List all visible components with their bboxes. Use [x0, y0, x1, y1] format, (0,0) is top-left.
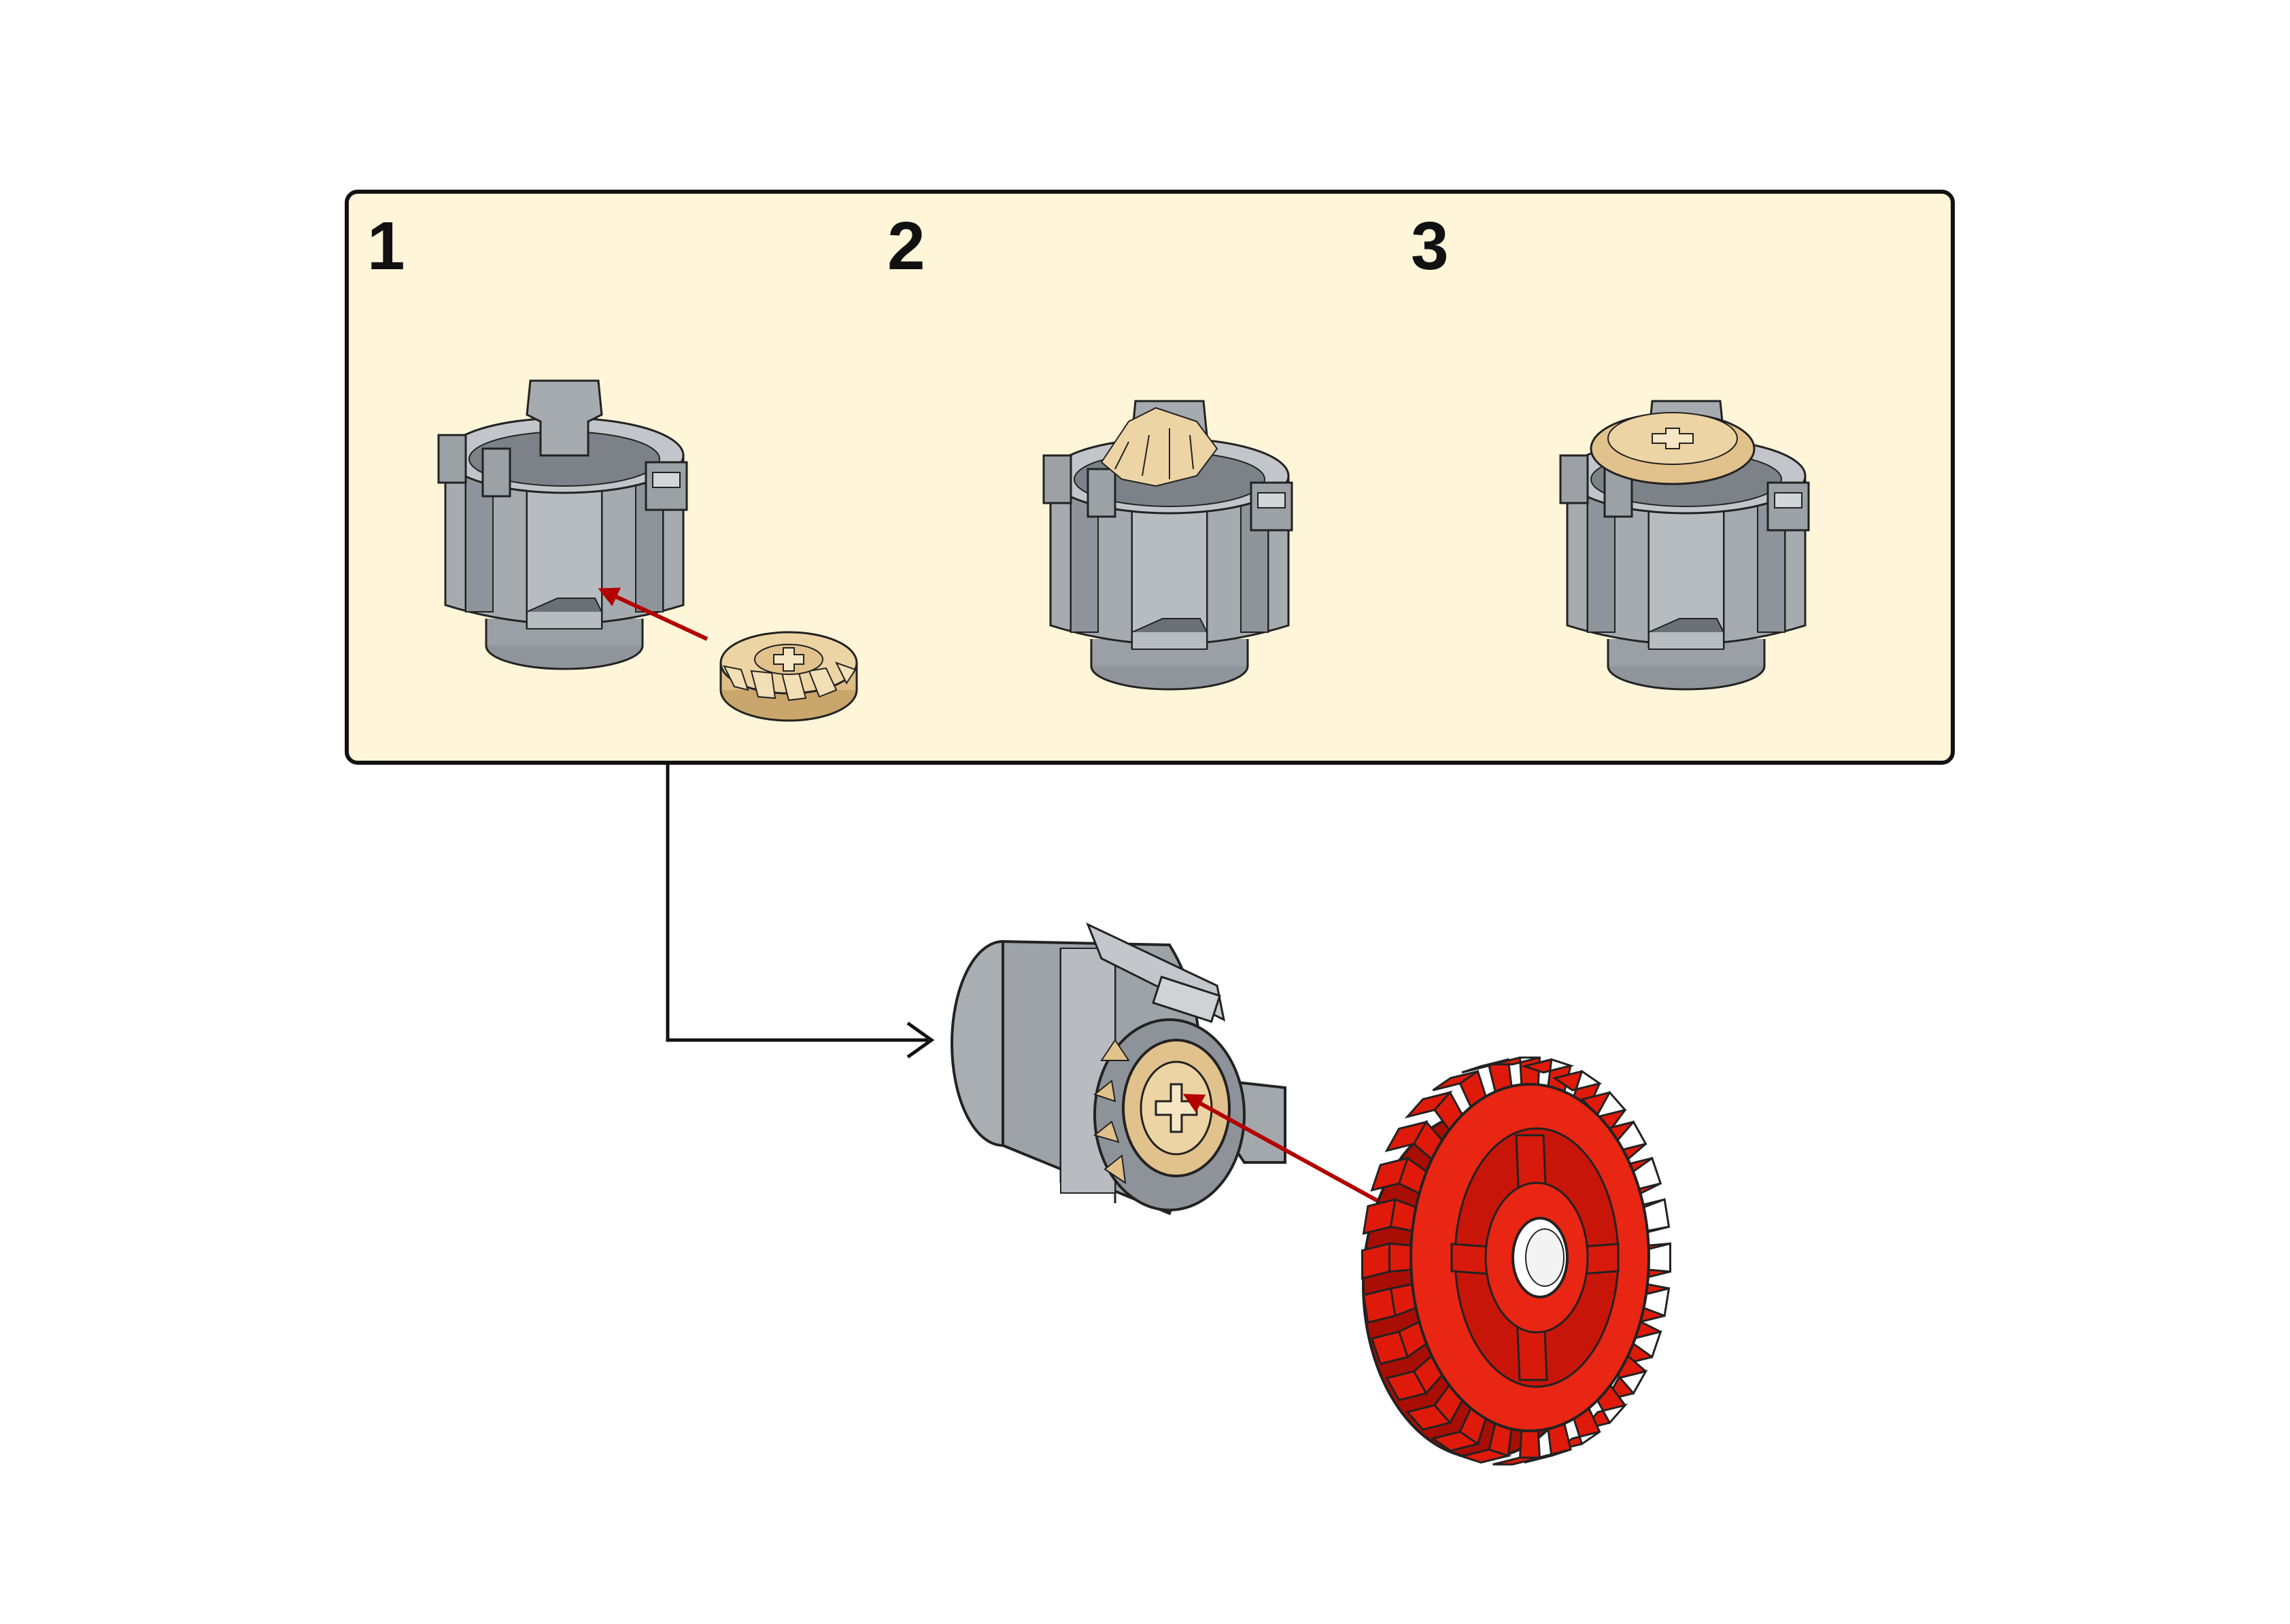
red-spur-gear — [1361, 1056, 1671, 1466]
main-bevel-gear-visible — [1122, 1039, 1231, 1177]
substep-number-1: 1 — [367, 208, 405, 284]
substep-2-housing — [1042, 400, 1293, 691]
insert-arrow-2 — [1182, 1094, 1402, 1215]
gear-tooth — [1362, 1283, 1418, 1324]
callout-connector-line — [666, 763, 928, 1042]
gear-tooth — [1370, 1156, 1428, 1195]
substep-1-bevel-gear — [719, 631, 858, 722]
connector-arrowhead — [906, 1021, 935, 1059]
insert-arrow-1 — [598, 587, 708, 641]
substep-3-bevel-gear-inserted — [1590, 412, 1756, 485]
substep-number-3: 3 — [1411, 208, 1449, 284]
substep-3-housing — [1559, 400, 1810, 691]
main-housing-sideways — [951, 922, 1286, 1215]
substep-number-2: 2 — [887, 208, 925, 284]
